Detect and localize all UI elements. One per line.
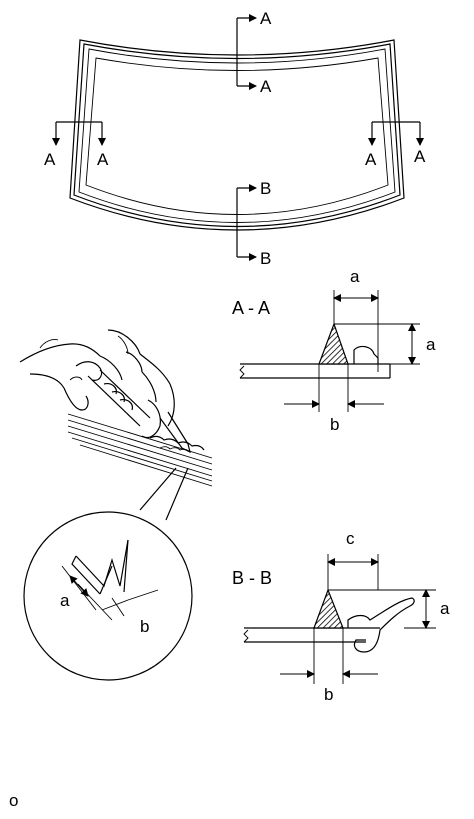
cut-label-b-upper: B (260, 179, 271, 198)
callout-pointer-right (165, 467, 189, 521)
section-bb-dim-bottom-label: b (324, 685, 333, 704)
section-bb-dim-top-label: c (346, 529, 355, 548)
section-aa-drawing (239, 290, 420, 412)
section-aa-dim-bottom-label: b (330, 415, 339, 434)
cut-label-a-left-outer: A (44, 150, 56, 169)
cut-line-a-right (368, 121, 424, 146)
section-aa-dim-side-label: a (426, 335, 436, 354)
section-bb-title: B - B (232, 568, 272, 588)
cut-line-a-left (52, 121, 106, 146)
cut-label-a-left-inner: A (97, 150, 109, 169)
callout-pointer-left (139, 467, 177, 511)
cut-line-b-bottom (236, 184, 257, 261)
footer-mark: o (9, 791, 18, 810)
adhesive-bead-on-glass (149, 435, 205, 453)
cut-label-b-lower: B (260, 249, 271, 268)
cut-label-a-top-upper: A (260, 9, 272, 28)
detail-dim-b-label: b (140, 617, 149, 636)
cut-label-a-right-outer: A (414, 147, 426, 166)
section-aa-title: A - A (232, 298, 270, 318)
detail-dim-a-label: a (60, 591, 70, 610)
section-bb-drawing (243, 554, 436, 684)
windshield-outline (69, 39, 405, 231)
glass-panel-stripes (67, 413, 213, 487)
cut-label-a-right-inner: A (365, 150, 377, 169)
section-bb-dim-side-label: a (440, 599, 450, 618)
cut-line-a-top (236, 14, 257, 90)
magnified-bead-detail (23, 511, 193, 681)
hands-with-caulking-gun-icon (19, 329, 191, 454)
cut-label-a-top-lower: A (260, 77, 272, 96)
section-aa-dim-top-label: a (350, 267, 360, 286)
